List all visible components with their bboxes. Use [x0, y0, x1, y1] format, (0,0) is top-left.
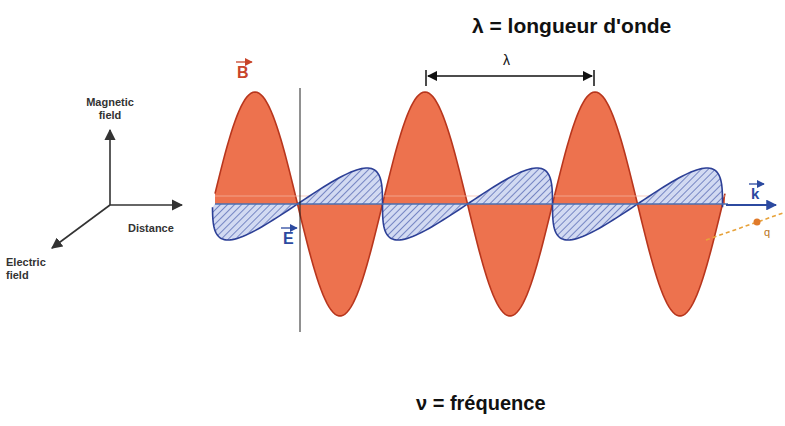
- axis-label: Magnetic field: [80, 96, 140, 121]
- frequency-label: ν = fréquence: [416, 392, 546, 415]
- vector-arrow: [281, 227, 297, 228]
- propagation-axis: [215, 203, 728, 205]
- vector-arrow: [749, 183, 764, 184]
- charge-dot: [754, 219, 761, 226]
- charge-path: [706, 213, 783, 240]
- axes: [52, 130, 182, 248]
- wavelength-symbol: λ: [503, 52, 510, 68]
- wavelength-bracket: [426, 70, 594, 86]
- vector-arrow: [236, 61, 252, 62]
- charge-symbol: q: [764, 226, 770, 239]
- title-label: λ = longueur d'onde: [472, 14, 671, 38]
- axis-label: Electric field: [6, 256, 66, 281]
- vector-symbol: B: [237, 64, 249, 82]
- reference-line: [300, 88, 301, 332]
- vector-symbol: k: [751, 185, 759, 202]
- wave-curves: [213, 92, 728, 316]
- propagation-arrow: [726, 204, 776, 206]
- vector-symbol: E: [283, 230, 294, 248]
- axis-label: Distance: [128, 222, 174, 235]
